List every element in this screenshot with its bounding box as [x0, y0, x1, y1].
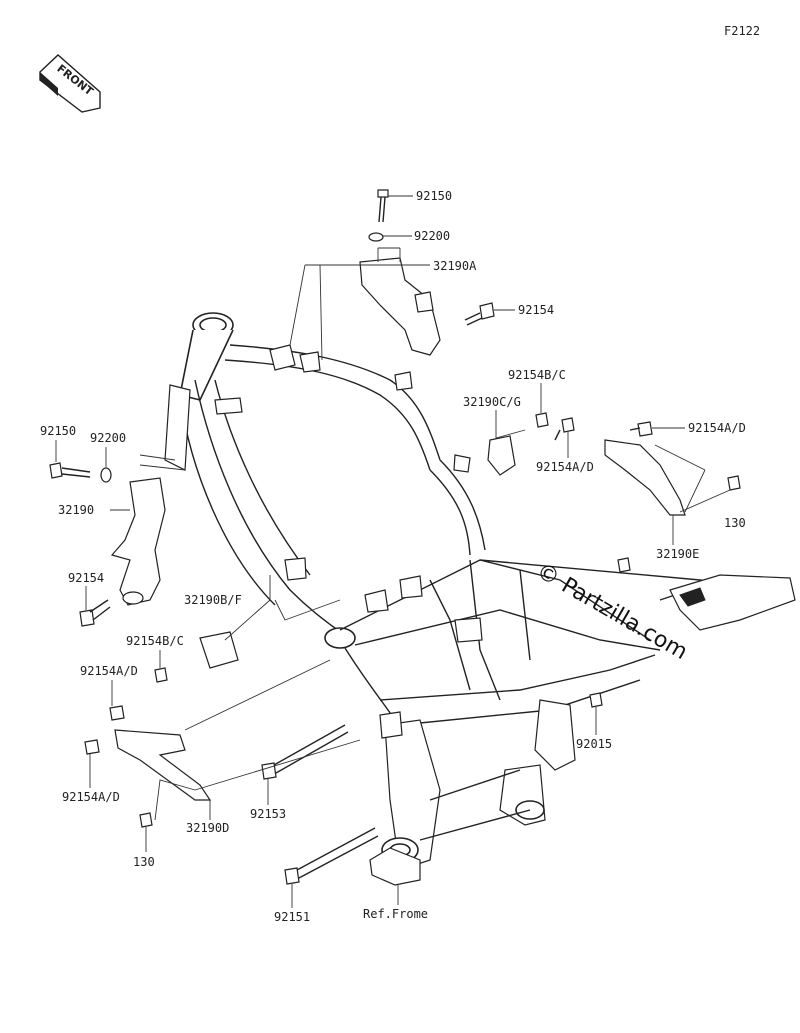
nut-130-left — [139, 812, 153, 828]
label-92200-left: 92200 — [90, 431, 126, 445]
bolt-92154AD-left2 — [84, 739, 100, 755]
label-32190BF: 32190B/F — [184, 593, 242, 607]
label-92151: 92151 — [274, 910, 310, 924]
bracket-32190BF — [199, 631, 239, 669]
bracket-32190A — [359, 257, 441, 356]
label-92154-left: 92154 — [68, 571, 104, 585]
bolt-92150-left — [49, 462, 91, 479]
bolt-92153 — [261, 724, 349, 780]
bolt-92154BC-right — [535, 412, 549, 428]
bolt-92154AD-left — [109, 705, 125, 721]
watermark-text: © Partzilla.com — [532, 559, 692, 666]
nut-130-right — [727, 475, 741, 491]
label-92154AD-left: 92154A/D — [80, 664, 138, 678]
bolt-92150-top — [377, 189, 389, 223]
bolt-92151 — [284, 827, 379, 885]
label-92150-top: 92150 — [416, 189, 452, 203]
label-92154AD-right: 92154A/D — [688, 421, 746, 435]
bracket-32190 — [110, 477, 166, 606]
label-92015: 92015 — [576, 737, 612, 751]
bracket-32190CG — [487, 435, 516, 476]
washer-92200-top — [368, 232, 384, 242]
label-130-left: 130 — [133, 855, 155, 869]
leader-lines — [55, 195, 731, 908]
label-92150-left: 92150 — [40, 424, 76, 438]
label-92154-top: 92154 — [518, 303, 554, 317]
nut-92015 — [589, 692, 603, 708]
label-130-right: 130 — [724, 516, 746, 530]
bolt-92154-left — [79, 599, 111, 627]
label-32190D: 32190D — [186, 821, 229, 835]
bracket-32190E — [604, 439, 686, 516]
label-ref-frame: Ref.Frome — [363, 907, 428, 921]
label-32190CG: 32190C/G — [463, 395, 521, 409]
part-number-labels: 92150 92200 32190A 92154 92154B/C 32190C… — [40, 189, 746, 924]
label-92154BC-left: 92154B/C — [126, 634, 184, 648]
front-arrow-icon: FRONT — [39, 54, 101, 113]
label-92200-top: 92200 — [414, 229, 450, 243]
label-92154BC-right: 92154B/C — [508, 368, 566, 382]
label-92153: 92153 — [250, 807, 286, 821]
label-92154AD-left2: 92154A/D — [62, 790, 120, 804]
bolt-92154BC-left — [154, 667, 168, 683]
washer-92200-left — [100, 467, 112, 483]
bolt-92154AD-mid — [561, 417, 575, 433]
motorcycle-frame — [164, 312, 796, 886]
bolt-92154-top — [464, 302, 495, 326]
label-32190: 32190 — [58, 503, 94, 517]
label-32190A: 32190A — [433, 259, 477, 273]
label-92154AD-mid: 92154A/D — [536, 460, 594, 474]
label-32190E: 32190E — [656, 547, 699, 561]
bolt-92154AD-right — [637, 421, 653, 437]
bracket-32190D — [114, 729, 212, 801]
figure-code: F2122 — [724, 24, 760, 38]
